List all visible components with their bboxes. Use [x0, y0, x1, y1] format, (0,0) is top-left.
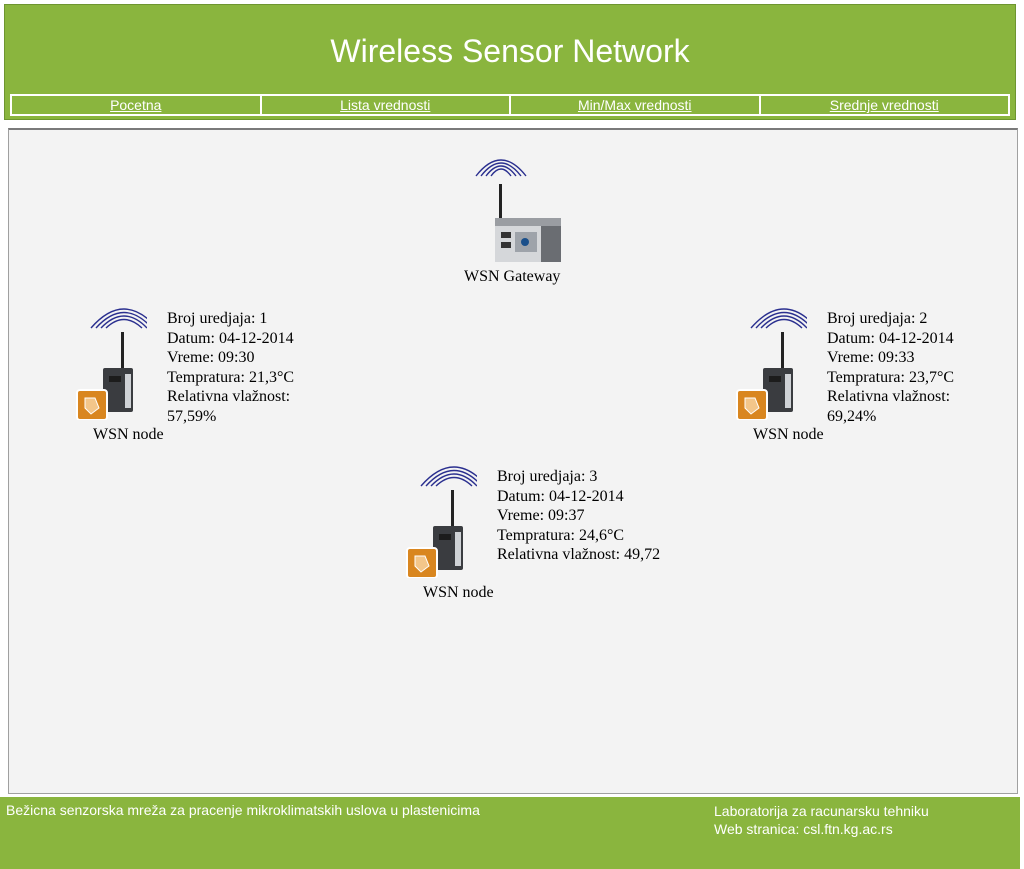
- node-date: Datum: 04-12-2014: [497, 487, 624, 505]
- node-humidity-value: 57,59%: [167, 407, 217, 425]
- node-temperature: Tempratura: 23,7°C: [827, 368, 955, 386]
- node-time: Vreme: 09:33: [827, 349, 915, 366]
- node-1-readings: Broj uredjaja: 1 Datum: 04-12-2014 Vreme…: [167, 309, 294, 426]
- node-3-label: WSN node: [423, 584, 494, 601]
- site-footer: Bežicna senzorska mreža za pracenje mikr…: [0, 797, 1020, 869]
- nav-item-min-max-vrednosti[interactable]: Min/Max vrednosti: [511, 96, 761, 114]
- gateway-device-icon: [475, 159, 561, 262]
- network-map-panel: WSN Gateway Broj uredjaja: 1 Datum: 04-1…: [8, 128, 1018, 794]
- gateway-label: WSN Gateway: [464, 268, 561, 285]
- nav-item-pocetna[interactable]: Pocetna: [12, 96, 262, 114]
- sensor-node-icon: [76, 308, 147, 420]
- footer-lab-name: Laboratorija za racunarsku tehniku: [714, 803, 929, 819]
- node-time: Vreme: 09:30: [167, 349, 255, 366]
- footer-contact: Laboratorija za racunarsku tehniku Web s…: [714, 802, 929, 838]
- node-date: Datum: 04-12-2014: [167, 329, 294, 347]
- page-title: Wireless Sensor Network: [330, 33, 690, 69]
- main-nav: Pocetna Lista vrednosti Min/Max vrednost…: [10, 94, 1010, 116]
- node-temperature: Tempratura: 21,3°C: [167, 368, 295, 386]
- node-2-readings: Broj uredjaja: 2 Datum: 04-12-2014 Vreme…: [827, 309, 954, 426]
- node-humidity-label: Relativna vlažnost:: [167, 388, 291, 405]
- site-header: Wireless Sensor Network Pocetna Lista vr…: [4, 4, 1016, 120]
- node-device-number: Broj uredjaja: 3: [497, 468, 598, 485]
- sensor-node-icon: [736, 308, 807, 420]
- node-device-number: Broj uredjaja: 2: [827, 310, 928, 327]
- node-humidity-label: Relativna vlažnost:: [827, 388, 951, 405]
- node-humidity-value: 69,24%: [827, 407, 877, 425]
- node-time: Vreme: 09:37: [497, 507, 585, 524]
- node-humidity: Relativna vlažnost: 49,72: [497, 546, 661, 563]
- nav-item-srednje-vrednosti[interactable]: Srednje vrednosti: [829, 97, 939, 113]
- node-2-label: WSN node: [753, 426, 824, 443]
- footer-web-link: Web stranica: csl.ftn.kg.ac.rs: [714, 821, 893, 837]
- node-device-number: Broj uredjaja: 1: [167, 310, 268, 327]
- node-3-readings: Broj uredjaja: 3 Datum: 04-12-2014 Vreme…: [497, 467, 660, 565]
- node-1-label: WSN node: [93, 426, 164, 443]
- node-date: Datum: 04-12-2014: [827, 329, 954, 347]
- node-temperature: Tempratura: 24,6°C: [497, 526, 625, 544]
- nav-item-lista-vrednosti[interactable]: Lista vrednosti: [262, 96, 511, 114]
- footer-description: Bežicna senzorska mreža za pracenje mikr…: [6, 802, 480, 818]
- sensor-node-icon: [406, 466, 477, 578]
